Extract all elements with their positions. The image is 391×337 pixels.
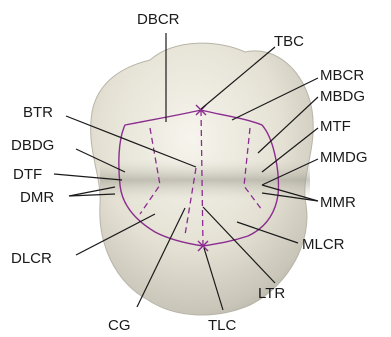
label-tlc: TLC (208, 317, 237, 334)
label-mbcr: MBCR (320, 67, 364, 84)
label-cg: CG (108, 317, 131, 334)
label-mmdg: MMDG (320, 149, 368, 166)
label-tbc: TBC (274, 33, 304, 50)
label-btr: BTR (23, 104, 53, 121)
label-mtf: MTF (320, 118, 351, 135)
label-dbcr: DBCR (137, 11, 180, 28)
label-ltr: LTR (258, 285, 285, 302)
label-dtf: DTF (13, 166, 42, 183)
label-mbdg: MBDG (320, 88, 365, 105)
label-dmr: DMR (20, 189, 54, 206)
label-dlcr: DLCR (11, 250, 52, 267)
label-mmr: MMR (320, 194, 356, 211)
label-mlcr: MLCR (302, 236, 345, 253)
label-dbdg: DBDG (11, 137, 54, 154)
